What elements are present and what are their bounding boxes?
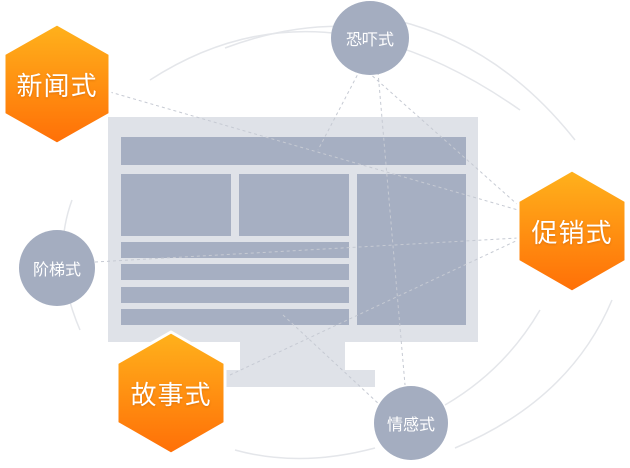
monitor-stand [220, 370, 375, 387]
node-fear-label: 恐吓式 [345, 30, 394, 49]
orbit-arc [444, 309, 541, 406]
hexagon-badge-icon [2, 22, 112, 146]
hexagon-badge-icon [516, 168, 628, 294]
orbit-arcs [61, 19, 613, 460]
node-news-label: 新闻式 [16, 71, 98, 102]
text-line-block [121, 287, 349, 303]
orbit-arc [234, 447, 376, 460]
node-story: 故事式 [115, 330, 227, 456]
page-layout-blocks [121, 137, 466, 325]
node-promo-label: 促销式 [531, 218, 613, 249]
header-block [121, 137, 466, 165]
content-block [121, 174, 231, 236]
node-fear: 恐吓式 [331, 1, 409, 75]
connector-line [94, 237, 519, 263]
hexagon-badge-icon [115, 330, 227, 456]
node-news: 新闻式 [2, 22, 112, 146]
connector-line [282, 314, 381, 406]
connector-line [229, 239, 519, 376]
orbit-arc [394, 19, 576, 141]
sidebar-block [357, 174, 466, 325]
text-line-block [121, 242, 349, 258]
node-emotion-label: 情感式 [386, 415, 435, 434]
node-story-label: 故事式 [130, 380, 212, 411]
text-line-block [121, 264, 349, 280]
content-block [239, 174, 349, 236]
node-promo: 促销式 [516, 168, 628, 294]
connector-lines [94, 69, 519, 406]
node-ladder: 阶梯式 [19, 230, 95, 306]
text-line-block [121, 309, 349, 325]
node-emotion: 情感式 [374, 386, 448, 460]
orbit-arc [149, 30, 521, 111]
node-ladder-label: 阶梯式 [32, 260, 81, 279]
connector-line [109, 91, 519, 211]
connector-line [377, 71, 406, 386]
orbit-arc [454, 299, 613, 449]
